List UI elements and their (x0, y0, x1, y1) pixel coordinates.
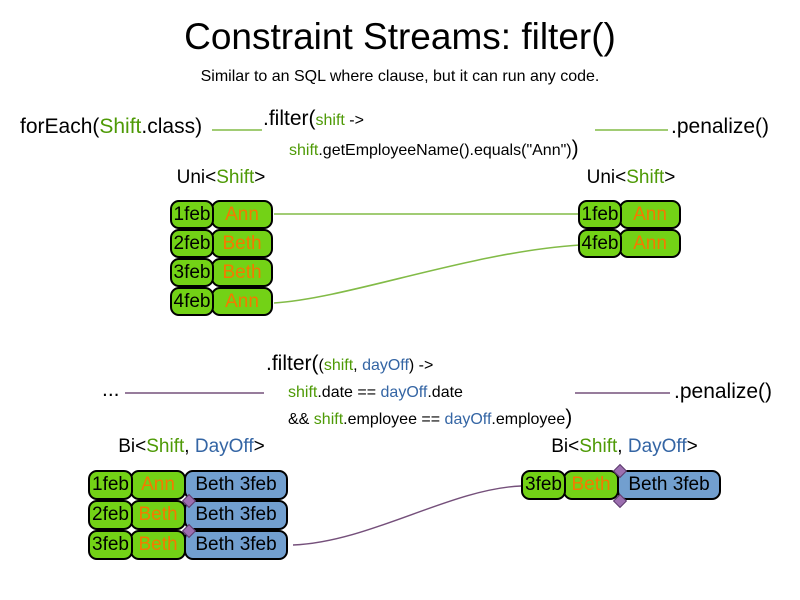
date-cell: 4feb (170, 287, 214, 316)
filter-comma: , (353, 357, 363, 374)
cond1-param1: shift (288, 384, 318, 401)
cond2-param1: shift (313, 411, 344, 428)
employee-cell: Ann (211, 200, 273, 229)
bi-header-post: > (686, 436, 698, 457)
foreach-type: Shift (99, 115, 142, 138)
date-cell: 1feb (578, 200, 622, 229)
employee-cell: Ann (130, 470, 186, 500)
cond1-param2: dayOff (380, 384, 428, 401)
employee-cell: Ann (211, 287, 273, 316)
filter-paren-close: ) (408, 357, 415, 374)
date-cell: 2feb (88, 500, 133, 530)
uni-header-post: > (664, 167, 676, 188)
cond2-and: && (288, 411, 314, 428)
employee-cell: Beth (130, 530, 186, 560)
date-cell: 1feb (88, 470, 133, 500)
filter-open: .filter( (266, 352, 319, 375)
uni-header-post: > (254, 167, 266, 188)
filter-close: ) (571, 137, 579, 160)
bi-filter-code-line2: shift.date == dayOff.date (288, 384, 463, 402)
filter-arrow: -> (344, 112, 364, 129)
bi-penalize-code: .penalize() (674, 380, 773, 403)
uni-header-pre: Uni< (586, 167, 627, 188)
foreach-post: .class) (141, 115, 203, 138)
bi-header-pre: Bi< (551, 436, 580, 457)
bi-header-comma: , (184, 436, 195, 457)
date-cell: 3feb (170, 258, 214, 287)
filter-body: .getEmployeeName().equals("Ann") (318, 142, 572, 159)
employee-cell: Beth (211, 258, 273, 287)
page-subtitle: Similar to an SQL where clause, but it c… (200, 68, 600, 85)
date-cell: 4feb (578, 229, 622, 258)
dayoff-cell: Beth 3feb (184, 530, 288, 560)
foreach-code: forEach(Shift.class) (20, 115, 202, 139)
bi-header-type1: Shift (579, 436, 618, 457)
uni-filter-code-line2: shift.getEmployeeName().equals("Ann")) (289, 137, 579, 161)
upstream-ellipsis: ... (102, 378, 120, 401)
filter-param1: shift (323, 357, 354, 374)
filter-arrow: -> (414, 357, 434, 374)
bi-header-left: Bi<Shift, DayOff> (88, 436, 295, 458)
page-title: Constraint Streams: filter() (184, 16, 616, 57)
bi-header-type2: DayOff (194, 436, 254, 457)
filter-close: ) (565, 406, 573, 429)
bi-header-post: > (253, 436, 265, 457)
filter-param2: dayOff (362, 357, 409, 374)
foreach-pre: forEach( (20, 115, 100, 138)
wire-bi-row3 (292, 485, 522, 546)
dayoff-cell: Beth 3feb (184, 500, 288, 530)
dayoff-cell: Beth 3feb (184, 470, 288, 500)
date-cell: 2feb (170, 229, 214, 258)
uni-header-left: Uni<Shift> (168, 167, 274, 189)
filter-open: .filter( (263, 107, 316, 130)
uni-penalize-code: .penalize() (671, 115, 770, 138)
employee-cell: Beth (563, 470, 619, 500)
wire-uni-row4 (273, 244, 581, 304)
uni-header-type: Shift (626, 167, 665, 188)
filter-body-param: shift (289, 142, 319, 159)
uni-header-pre: Uni< (176, 167, 217, 188)
filter-param: shift (315, 112, 345, 129)
employee-cell: Ann (619, 229, 681, 258)
bi-header-type2: DayOff (627, 436, 687, 457)
cond2-op: .employee == (343, 411, 445, 428)
uni-header-right: Uni<Shift> (578, 167, 684, 189)
bi-header-pre: Bi< (118, 436, 147, 457)
dayoff-cell: Beth 3feb (617, 470, 721, 500)
date-cell: 3feb (521, 470, 566, 500)
filter-paren: ( (318, 357, 324, 374)
bi-header-comma: , (617, 436, 628, 457)
date-cell: 3feb (88, 530, 133, 560)
bi-header-right: Bi<Shift, DayOff> (521, 436, 728, 458)
bi-header-type1: Shift (146, 436, 185, 457)
date-cell: 1feb (170, 200, 214, 229)
cond1-end: .date (427, 384, 463, 401)
employee-cell: Ann (619, 200, 681, 229)
employee-cell: Beth (211, 229, 273, 258)
uni-filter-code-line1: .filter(shift -> (263, 107, 364, 131)
employee-cell: Beth (130, 500, 186, 530)
cond1-op: .date == (317, 384, 381, 401)
bi-filter-code-line1: .filter((shift, dayOff) -> (266, 352, 433, 376)
uni-header-type: Shift (216, 167, 255, 188)
cond2-param2: dayOff (444, 411, 492, 428)
cond2-end: .employee (491, 411, 566, 428)
bi-filter-code-line3: && shift.employee == dayOff.employee) (288, 406, 572, 430)
